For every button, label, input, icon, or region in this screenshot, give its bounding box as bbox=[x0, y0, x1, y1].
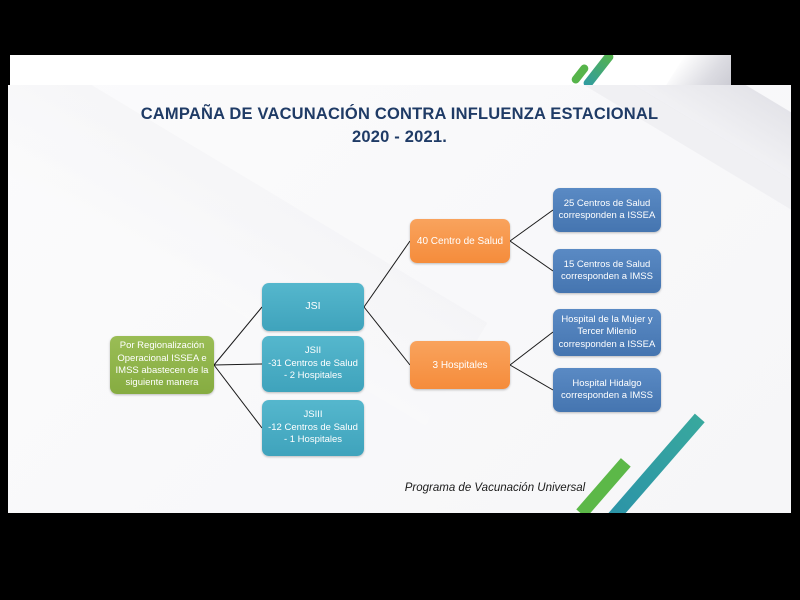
node-jsi: JSI bbox=[262, 283, 364, 331]
node-hospital-mujer-milenio: Hospital de la Mujer y Tercer Milenio co… bbox=[553, 309, 661, 356]
topbar-gray-accent bbox=[662, 55, 731, 85]
node-jsii: JSII -31 Centros de Salud - 2 Hospitales bbox=[262, 336, 364, 392]
node-15-centros-imss: 15 Centros de Salud corresponden a IMSS bbox=[553, 249, 661, 293]
node-root-regionalizacion: Por Regionalización Operacional ISSEA e … bbox=[110, 336, 214, 394]
slide: CAMPAÑA DE VACUNACIÓN CONTRA INFLUENZA E… bbox=[8, 85, 791, 513]
node-jsiii: JSIII -12 Centros de Salud - 1 Hospitale… bbox=[262, 400, 364, 456]
top-bar bbox=[10, 55, 731, 85]
node-hospital-hidalgo: Hospital Hidalgo corresponden a IMSS bbox=[553, 368, 661, 412]
node-3-hospitales: 3 Hospitales bbox=[410, 341, 510, 389]
connector-lines bbox=[213, 209, 554, 429]
node-25-centros-issea: 25 Centros de Salud corresponden a ISSEA bbox=[553, 188, 661, 232]
slide-title: CAMPAÑA DE VACUNACIÓN CONTRA INFLUENZA E… bbox=[140, 105, 659, 147]
slide-footer: Programa de Vacunación Universal bbox=[404, 482, 586, 494]
node-40-centros-salud: 40 Centro de Salud bbox=[410, 219, 510, 263]
